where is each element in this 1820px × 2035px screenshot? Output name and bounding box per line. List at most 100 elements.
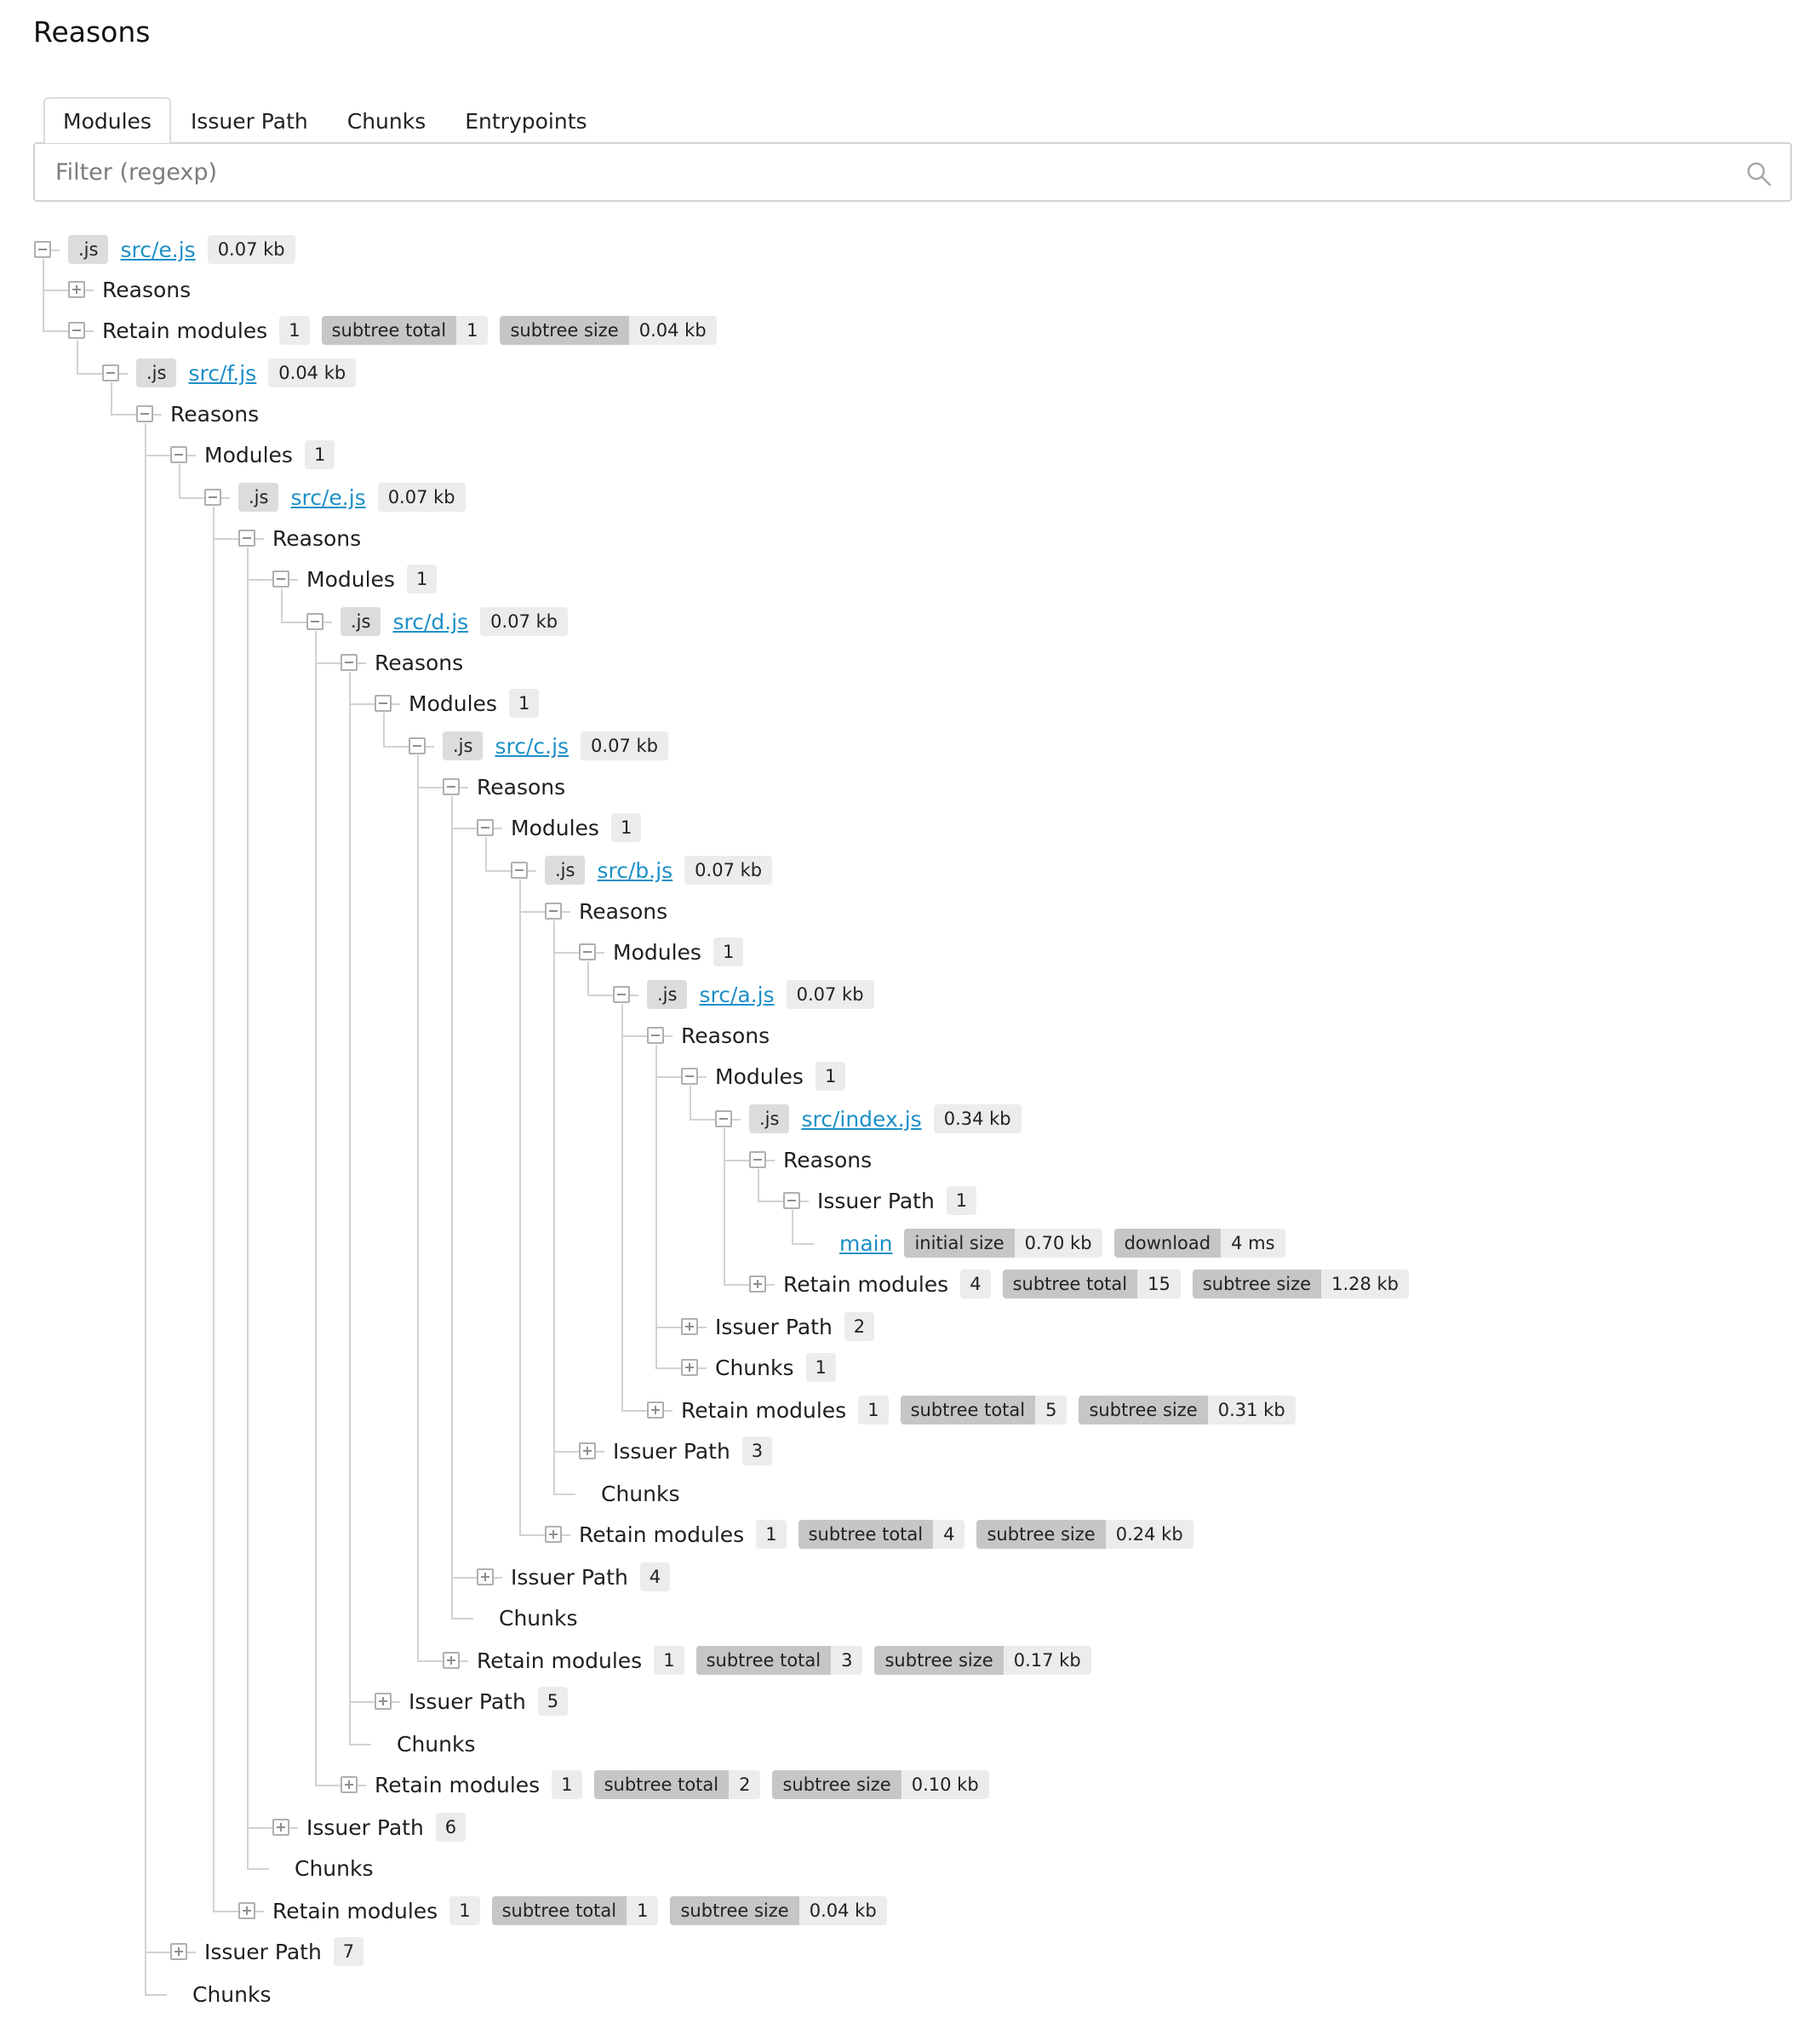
collapse-icon[interactable] xyxy=(613,986,630,1003)
tree-label-chunks: Chunks xyxy=(715,1355,794,1380)
search-icon[interactable] xyxy=(1746,161,1771,186)
subtree-size-label: subtree size xyxy=(500,316,629,345)
expand-icon[interactable] xyxy=(681,1318,698,1335)
collapse-icon[interactable] xyxy=(341,654,358,671)
tree-label-modules: Modules xyxy=(613,939,701,965)
tree-label-issuer-path: Issuer Path xyxy=(715,1314,833,1339)
tree-row: Reasons xyxy=(375,645,463,679)
tree-label-reasons: Reasons xyxy=(783,1147,873,1172)
download-label: download xyxy=(1113,1229,1222,1258)
tab-modules[interactable]: Modules xyxy=(43,97,171,143)
collapse-icon[interactable] xyxy=(375,695,392,712)
collapse-icon[interactable] xyxy=(579,943,596,960)
collapse-icon[interactable] xyxy=(715,1110,732,1127)
collapse-icon[interactable] xyxy=(477,819,494,836)
collapse-icon[interactable] xyxy=(204,489,221,506)
module-link[interactable]: src/c.js xyxy=(495,733,569,759)
module-size-badge: 0.04 kb xyxy=(268,358,357,387)
subtree-total-value: 1 xyxy=(627,1896,659,1925)
collapse-icon[interactable] xyxy=(749,1151,766,1168)
collapse-icon[interactable] xyxy=(272,570,289,588)
expand-icon[interactable] xyxy=(238,1902,255,1919)
collapse-icon[interactable] xyxy=(545,903,562,920)
tree-connector-line xyxy=(281,588,283,622)
expand-icon[interactable] xyxy=(272,1819,289,1836)
filter-input[interactable] xyxy=(35,144,1790,200)
module-link[interactable]: src/a.js xyxy=(699,982,775,1007)
tree-connector-line xyxy=(655,1367,681,1369)
collapse-icon[interactable] xyxy=(68,322,85,339)
module-link[interactable]: src/d.js xyxy=(392,609,469,634)
subtree-total-label: subtree total xyxy=(593,1770,730,1799)
collapse-icon[interactable] xyxy=(783,1192,800,1209)
tree-connector-line xyxy=(426,746,434,748)
collapse-icon[interactable] xyxy=(681,1068,698,1085)
collapse-icon[interactable] xyxy=(443,778,460,795)
expand-icon[interactable] xyxy=(341,1776,358,1793)
count-badge: 1 xyxy=(449,1896,480,1925)
collapse-icon[interactable] xyxy=(102,364,119,381)
tree-label-retain-modules: Retain modules xyxy=(681,1397,847,1423)
count-badge: 1 xyxy=(508,689,540,718)
file-type-badge: .js xyxy=(545,856,586,885)
tree-connector-line xyxy=(553,1493,575,1495)
file-type-badge: .js xyxy=(647,980,688,1009)
expand-icon[interactable] xyxy=(749,1275,766,1293)
tree-label-retain-modules: Retain modules xyxy=(477,1648,643,1673)
tree-label-reasons: Reasons xyxy=(272,525,362,551)
subtree-size-value: 0.04 kb xyxy=(798,1896,887,1925)
expand-icon[interactable] xyxy=(545,1526,562,1543)
expand-icon[interactable] xyxy=(477,1568,494,1585)
tree-connector-line xyxy=(145,1952,170,1953)
expand-icon[interactable] xyxy=(170,1943,187,1960)
module-link[interactable]: src/e.js xyxy=(290,484,366,510)
expand-icon[interactable] xyxy=(375,1693,392,1710)
collapse-icon[interactable] xyxy=(238,530,255,547)
page-title: Reasons xyxy=(33,15,151,49)
tree-row: Reasons xyxy=(170,397,259,431)
subtree-total-label: subtree total xyxy=(900,1396,1036,1424)
tree-connector-line xyxy=(247,547,249,1868)
collapse-icon[interactable] xyxy=(511,862,528,879)
tree-label-issuer-path: Issuer Path xyxy=(409,1688,526,1714)
expand-icon[interactable] xyxy=(68,281,85,298)
module-link[interactable]: src/f.js xyxy=(188,360,257,386)
collapse-icon[interactable] xyxy=(170,446,187,463)
count-badge: 1 xyxy=(279,316,310,345)
count-badge: 1 xyxy=(610,813,642,842)
collapse-icon[interactable] xyxy=(136,405,153,422)
tree-connector-line xyxy=(758,1201,783,1202)
module-size-badge: 0.07 kb xyxy=(480,607,569,636)
expand-icon[interactable] xyxy=(443,1652,460,1669)
tree-connector-line xyxy=(349,1701,375,1703)
tree-connector-line xyxy=(383,713,385,746)
tree-connector-line xyxy=(383,746,409,748)
collapse-icon[interactable] xyxy=(647,1027,664,1044)
tab-chunks[interactable]: Chunks xyxy=(346,109,426,134)
collapse-icon[interactable] xyxy=(409,737,426,754)
module-link[interactable]: src/e.js xyxy=(120,237,196,262)
module-link[interactable]: src/b.js xyxy=(597,857,673,883)
collapse-icon[interactable] xyxy=(306,613,323,630)
tab-entrypoints[interactable]: Entrypoints xyxy=(465,109,587,134)
tree-connector-line xyxy=(315,662,341,664)
tree-label-reasons: Reasons xyxy=(170,401,260,427)
chunk-link[interactable]: main xyxy=(839,1230,893,1256)
expand-icon[interactable] xyxy=(579,1442,596,1459)
module-link[interactable]: src/index.js xyxy=(801,1106,922,1132)
expand-icon[interactable] xyxy=(681,1359,698,1376)
tree-connector-line xyxy=(255,538,264,540)
count-badge: 1 xyxy=(654,1646,684,1675)
tab-issuer-path[interactable]: Issuer Path xyxy=(190,109,308,134)
subtree-total-label: subtree total xyxy=(1002,1270,1138,1298)
tree-connector-line xyxy=(247,1827,272,1829)
expand-icon[interactable] xyxy=(647,1402,664,1419)
collapse-icon[interactable] xyxy=(34,241,51,258)
